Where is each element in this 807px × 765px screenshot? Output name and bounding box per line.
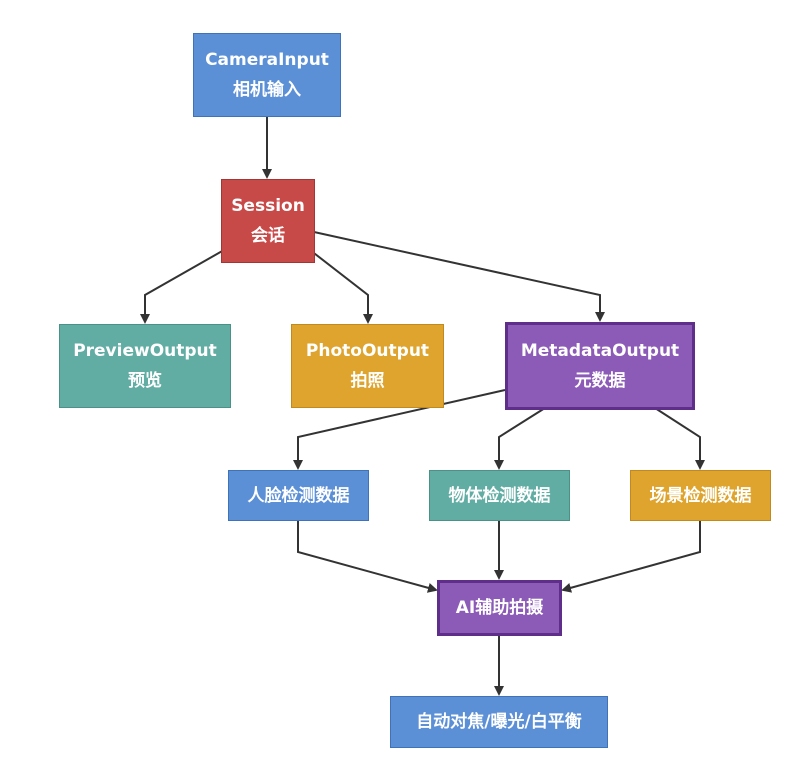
edge-scene-detection-to-ai-assist: [561, 521, 701, 593]
edge-session-to-photo-output: [309, 249, 373, 324]
node-metadata-output: MetadataOutput 元数据: [505, 322, 695, 410]
node-session-subtitle: 会话: [251, 226, 285, 246]
node-face-detection-label: 人脸检测数据: [247, 485, 350, 506]
node-photo-output: PhotoOutput 拍照: [291, 324, 444, 408]
node-preview-output: PreviewOutput 预览: [59, 324, 231, 408]
node-session: Session 会话: [221, 179, 315, 263]
node-camera-input-subtitle: 相机输入: [233, 80, 301, 100]
node-preview-output-title: PreviewOutput: [73, 341, 217, 361]
node-object-detection: 物体检测数据: [429, 470, 570, 521]
node-metadata-output-title: MetadataOutput: [520, 341, 680, 361]
edge-session-to-preview-output: [140, 249, 225, 324]
node-auto-features: 自动对焦/曝光/白平衡: [390, 696, 608, 748]
node-camera-input: CameraInput 相机输入: [193, 33, 341, 117]
node-auto-features-label: 自动对焦/曝光/白平衡: [416, 712, 582, 732]
node-object-detection-label: 物体检测数据: [448, 485, 551, 506]
node-scene-detection-label: 场景检测数据: [649, 485, 752, 506]
node-scene-detection: 场景检测数据: [630, 470, 771, 521]
node-face-detection: 人脸检测数据: [228, 470, 369, 521]
node-preview-output-subtitle: 预览: [128, 371, 162, 391]
edge-metadata-to-scene-detection: [654, 407, 705, 470]
node-session-title: Session: [231, 196, 305, 216]
node-photo-output-title: PhotoOutput: [305, 341, 430, 361]
edge-session-to-metadata-output: [313, 231, 605, 322]
node-metadata-output-subtitle: 元数据: [574, 371, 626, 391]
node-ai-assist-label: AI辅助拍摄: [455, 598, 544, 618]
node-photo-output-subtitle: 拍照: [350, 371, 385, 391]
node-camera-input-title: CameraInput: [205, 50, 329, 70]
node-ai-assist: AI辅助拍摄: [437, 580, 562, 636]
edge-face-detection-to-ai-assist: [297, 521, 438, 593]
edge-metadata-to-object-detection: [494, 407, 546, 470]
